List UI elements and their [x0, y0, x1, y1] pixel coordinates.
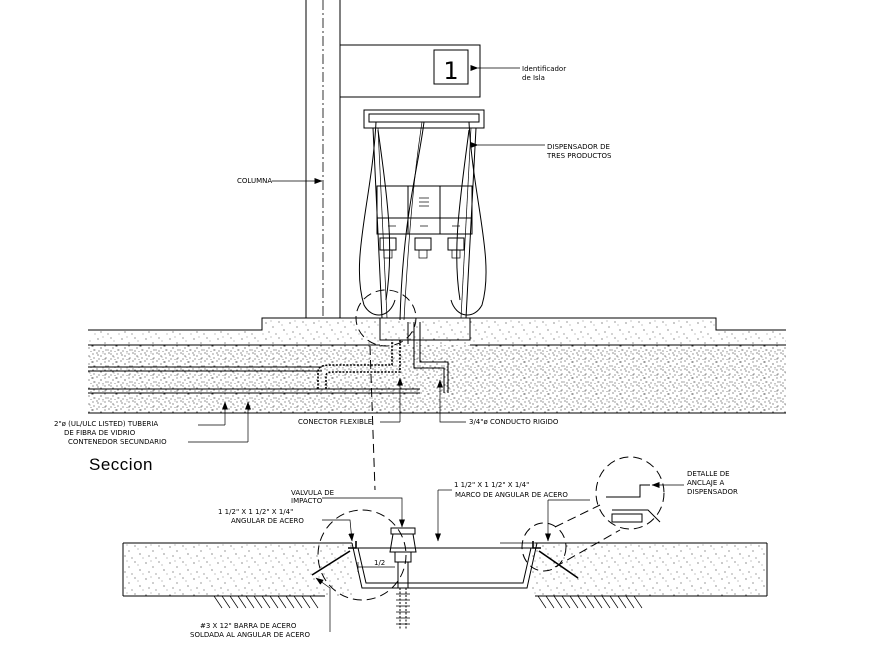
nozzle-2 — [414, 237, 432, 259]
label-pipe-1: 2"ø (UL/ULC LISTED) TUBERIA — [54, 420, 158, 428]
label-rebar-1: #3 X 12" BARRA DE ACERO — [200, 622, 297, 630]
ground-hatch-left — [213, 595, 319, 609]
detail-circle-left — [317, 509, 407, 601]
ground-hatch-right — [537, 595, 643, 609]
label-dispenser-1: DISPENSADOR DE — [547, 143, 610, 151]
impact-valve — [389, 527, 417, 630]
label-island-id-1: Identificador — [522, 65, 566, 73]
label-frame-1: 1 1/2" X 1 1/2" X 1/4" — [454, 481, 529, 489]
bottom-annotations: VALVULA DE IMPACTO 1 1/2" X 1 1/2" X 1/4… — [190, 470, 738, 639]
top-annotations: Identificador de Isla DISPENSADOR DE TRE… — [54, 65, 612, 474]
island-slab — [88, 317, 786, 414]
detail-leader — [369, 345, 376, 491]
label-island-id-2: de Isla — [522, 74, 545, 82]
label-frame-2: MARCO DE ANGULAR DE ACERO — [455, 491, 568, 499]
detail-callout — [595, 456, 665, 530]
label-column: COLUMNA — [237, 177, 272, 185]
label-rigid-conduit: 3/4"ø CONDUCTO RIGIDO — [469, 418, 559, 426]
detail-circle-top — [355, 289, 417, 347]
label-anchor-2: ANCLAJE A — [687, 479, 724, 487]
label-pipe-3: CONTENEDOR SECUNDARIO — [68, 438, 167, 446]
section-title: Seccion — [89, 455, 153, 474]
label-impact-valve-1: VALVULA DE — [291, 489, 334, 497]
label-anchor-3: DISPENSADOR — [687, 488, 738, 496]
island-elevation: 1 — [88, 0, 786, 491]
label-angle-left-2: ANGULAR DE ACERO — [231, 517, 304, 525]
dimension-label: 1/2 — [374, 559, 385, 567]
nozzle-3 — [447, 237, 465, 259]
detail-circle-right — [521, 522, 567, 572]
label-angle-left-1: 1 1/2" X 1 1/2" X 1/4" — [218, 508, 293, 516]
label-pipe-2: DE FIBRA DE VIDRIO — [64, 429, 136, 437]
island-number: 1 — [443, 57, 458, 85]
label-impact-valve-2: IMPACTO — [291, 497, 323, 505]
detail-leader-right — [554, 504, 601, 528]
nozzle-1 — [379, 237, 397, 259]
dispenser — [358, 109, 487, 341]
label-rebar-2: SOLDADA AL ANGULAR DE ACERO — [190, 631, 310, 639]
island-identifier-sign: 1 — [340, 44, 481, 98]
column — [305, 0, 341, 318]
label-flex-connector: CONECTOR FLEXIBLE — [298, 418, 372, 426]
sump-section: 1/2 — [122, 456, 768, 630]
label-dispenser-2: TRES PRODUCTOS — [546, 152, 612, 160]
label-anchor-1: DETALLE DE — [687, 470, 730, 478]
